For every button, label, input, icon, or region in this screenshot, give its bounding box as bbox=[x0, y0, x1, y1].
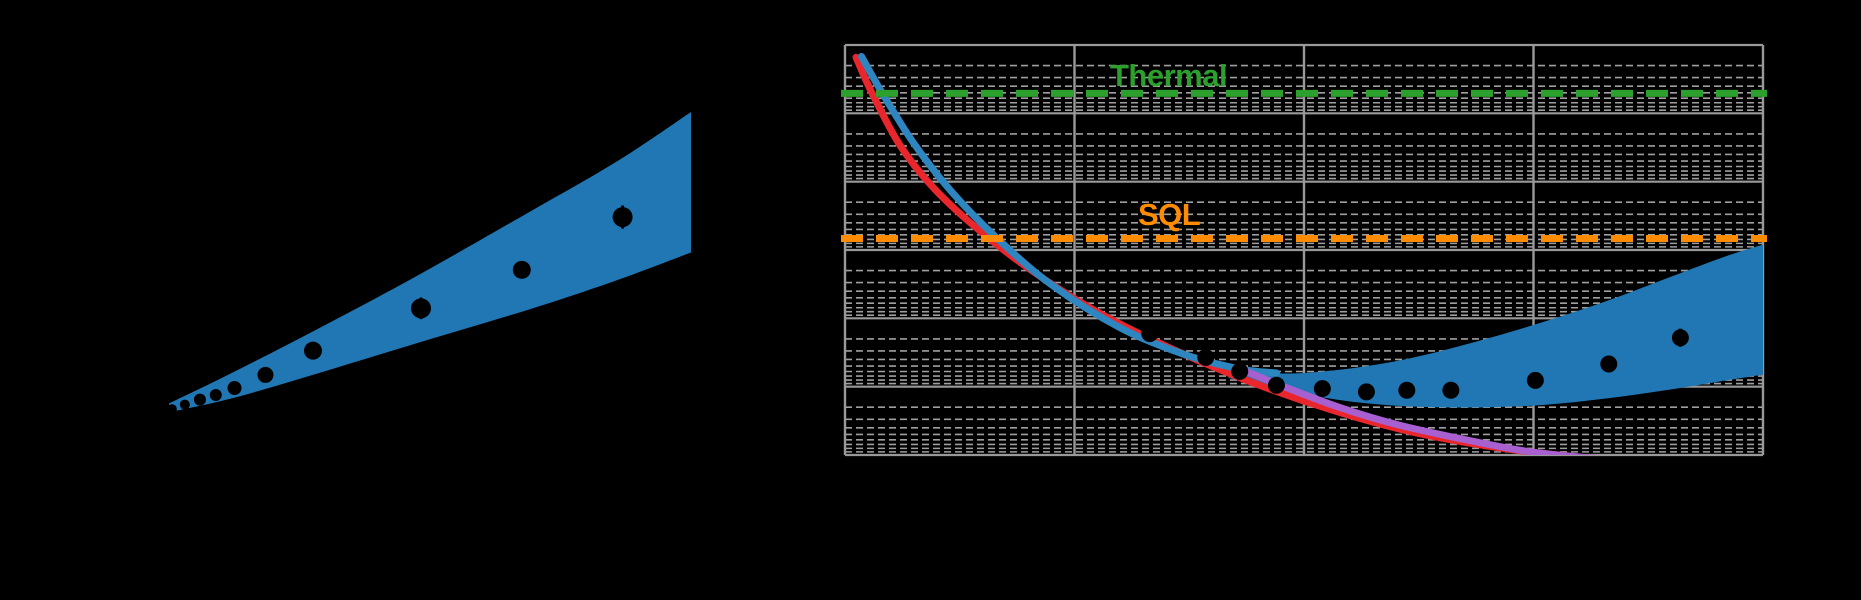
data-point-marker bbox=[1671, 329, 1689, 347]
data-point-marker bbox=[1141, 325, 1159, 343]
data-point-marker bbox=[193, 393, 206, 406]
data-point-marker bbox=[179, 399, 190, 410]
data-point-marker bbox=[1442, 381, 1460, 399]
data-point-marker bbox=[1313, 380, 1331, 398]
right-plot-content bbox=[852, 52, 1763, 455]
data-point-marker bbox=[304, 341, 322, 360]
data-point-marker bbox=[227, 381, 242, 396]
data-point-marker bbox=[1357, 383, 1375, 401]
data-point-marker bbox=[1600, 355, 1618, 373]
data-point-marker bbox=[411, 298, 431, 319]
data-point-marker bbox=[1526, 371, 1544, 389]
measured-data-points-group bbox=[1141, 325, 1689, 401]
data-point-marker bbox=[166, 404, 177, 415]
purple-curve bbox=[1236, 365, 1599, 455]
data-point-marker bbox=[512, 260, 531, 279]
left-band-group bbox=[169, 111, 691, 413]
data-point-marker bbox=[1231, 362, 1249, 380]
data-point-marker bbox=[612, 207, 633, 228]
data-point-marker bbox=[1267, 376, 1285, 394]
data-points-group bbox=[166, 205, 633, 415]
right-panel-loglog-sensitivity: Thermal SQL bbox=[800, 0, 1861, 600]
data-point-marker bbox=[1398, 381, 1416, 399]
total-noise-band bbox=[1228, 244, 1763, 408]
data-point-marker bbox=[257, 366, 274, 383]
confidence-band bbox=[169, 111, 691, 413]
data-point-marker bbox=[1197, 348, 1215, 366]
data-point-marker bbox=[209, 388, 222, 401]
right-panel-plot bbox=[841, 43, 1767, 457]
left-panel-plot bbox=[166, 111, 691, 415]
left-panel-linear-band bbox=[0, 0, 800, 600]
